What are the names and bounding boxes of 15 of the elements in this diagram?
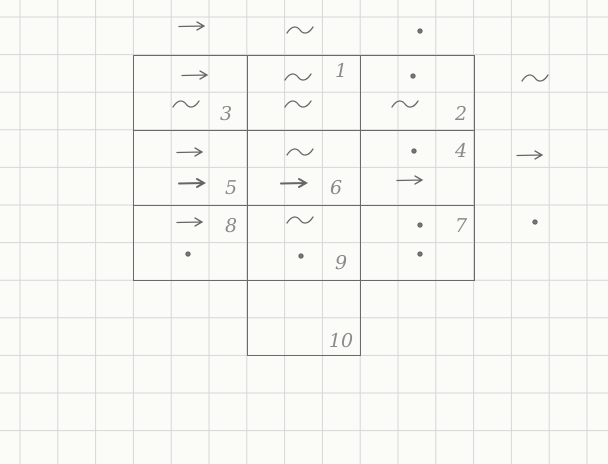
box-number: 3 xyxy=(220,104,232,124)
box-number: 1 xyxy=(334,61,348,81)
grid-box xyxy=(360,205,475,281)
box-number: 6 xyxy=(330,178,342,198)
box-number: 7 xyxy=(454,216,468,236)
grid-box xyxy=(360,55,475,131)
grid-box xyxy=(247,280,361,356)
box-number: 8 xyxy=(224,216,238,236)
box-number: 10 xyxy=(328,331,354,351)
box-number: 5 xyxy=(224,178,238,198)
box-number: 2 xyxy=(454,104,468,124)
box-number: 9 xyxy=(334,253,348,273)
box-number: 4 xyxy=(454,141,468,161)
grid-box xyxy=(133,205,248,281)
grid-box xyxy=(133,55,248,131)
